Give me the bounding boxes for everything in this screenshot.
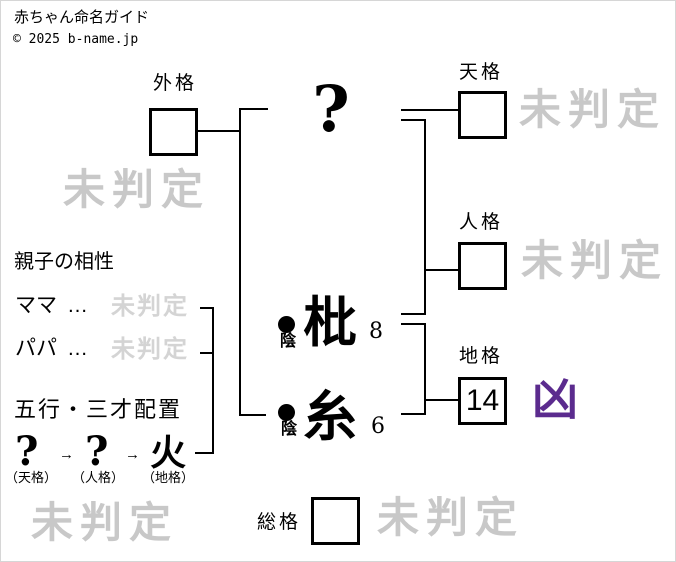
papa-separator: … <box>67 337 88 360</box>
gaikaku-result-watermark: 未判定 <box>63 165 211 214</box>
chikaku-bracket-top-tick <box>401 323 426 325</box>
gaikaku-label: 外格 <box>153 73 198 94</box>
mama-separator: … <box>67 294 88 317</box>
arrow-right-icon: → <box>59 446 74 463</box>
papa-row-tick <box>200 352 214 354</box>
gaikaku-bracket-bottom-tick <box>239 414 266 416</box>
jinkaku-bracket-bottom-tick <box>401 313 426 315</box>
chikaku-value-box: 14 <box>458 377 507 425</box>
arrow-right-icon: → <box>125 446 140 463</box>
gaikaku-bracket-top-tick <box>239 108 268 110</box>
gaikaku-box-connector <box>198 130 239 132</box>
tenkaku-connector <box>401 109 458 111</box>
jinkaku-box-connector <box>426 269 458 271</box>
compat-bracket-vertical <box>212 307 214 454</box>
given-name-char-2: 糸 <box>303 384 357 448</box>
tenkaku-result-watermark: 未判定 <box>519 85 667 134</box>
jinkaku-bracket-vertical <box>424 119 426 315</box>
mama-row-tick <box>200 307 214 309</box>
sansai-caption-jinkaku: （人格） <box>72 470 125 485</box>
jinkaku-label: 人格 <box>459 212 504 233</box>
mama-result: 未判定 <box>111 291 189 320</box>
yin-label: 陰 <box>280 333 297 350</box>
sansai-caption-chikaku: （地格） <box>142 470 195 485</box>
chikaku-result-kyo: 凶 <box>532 372 578 426</box>
jinkaku-value-box <box>458 242 507 290</box>
papa-label: パパ <box>15 337 57 360</box>
papa-result: 未判定 <box>111 334 189 363</box>
given-name-char-1-strokes: 8 <box>369 319 383 344</box>
tenkaku-label: 天格 <box>459 62 504 83</box>
jinkaku-result-watermark: 未判定 <box>521 236 669 285</box>
chikaku-label: 地格 <box>459 346 504 367</box>
sansai-caption-tenkaku: （天格） <box>5 470 58 485</box>
yin-label: 陰 <box>281 421 298 438</box>
gaikaku-bracket-vertical <box>239 108 241 416</box>
soukaku-value-box <box>311 497 360 545</box>
yin-circle-icon <box>278 404 295 421</box>
sansai-heading: 五行・三才配置 <box>14 397 183 422</box>
mama-label: ママ <box>15 294 57 317</box>
compatibility-heading: 親子の相性 <box>14 251 114 273</box>
chikaku-bracket-bottom-tick <box>401 413 426 415</box>
jinkaku-bracket-top-tick <box>401 119 426 121</box>
copyright-text: © 2025 b-name.jp <box>13 32 139 47</box>
sansai-element-chikaku: 火 <box>150 432 187 474</box>
chikaku-box-connector <box>426 399 458 401</box>
yin-circle-icon <box>278 316 295 333</box>
sansai-element-tenkaku: ? <box>15 428 39 475</box>
soukaku-result-watermark: 未判定 <box>377 493 525 542</box>
given-name-char-1: 枇 <box>303 290 357 354</box>
gaikaku-value-box <box>149 108 198 156</box>
chikaku-bracket-vertical <box>424 323 426 415</box>
surname-char: ? <box>312 72 350 147</box>
sansai-row-tick <box>195 452 214 454</box>
given-name-char-2-strokes: 6 <box>371 414 385 439</box>
overall-result-watermark: 未判定 <box>31 498 179 547</box>
soukaku-label: 総格 <box>257 512 302 533</box>
tenkaku-value-box <box>458 91 507 139</box>
page-title: 赤ちゃん命名ガイド <box>14 9 150 26</box>
sansai-element-jinkaku: ? <box>85 428 109 475</box>
